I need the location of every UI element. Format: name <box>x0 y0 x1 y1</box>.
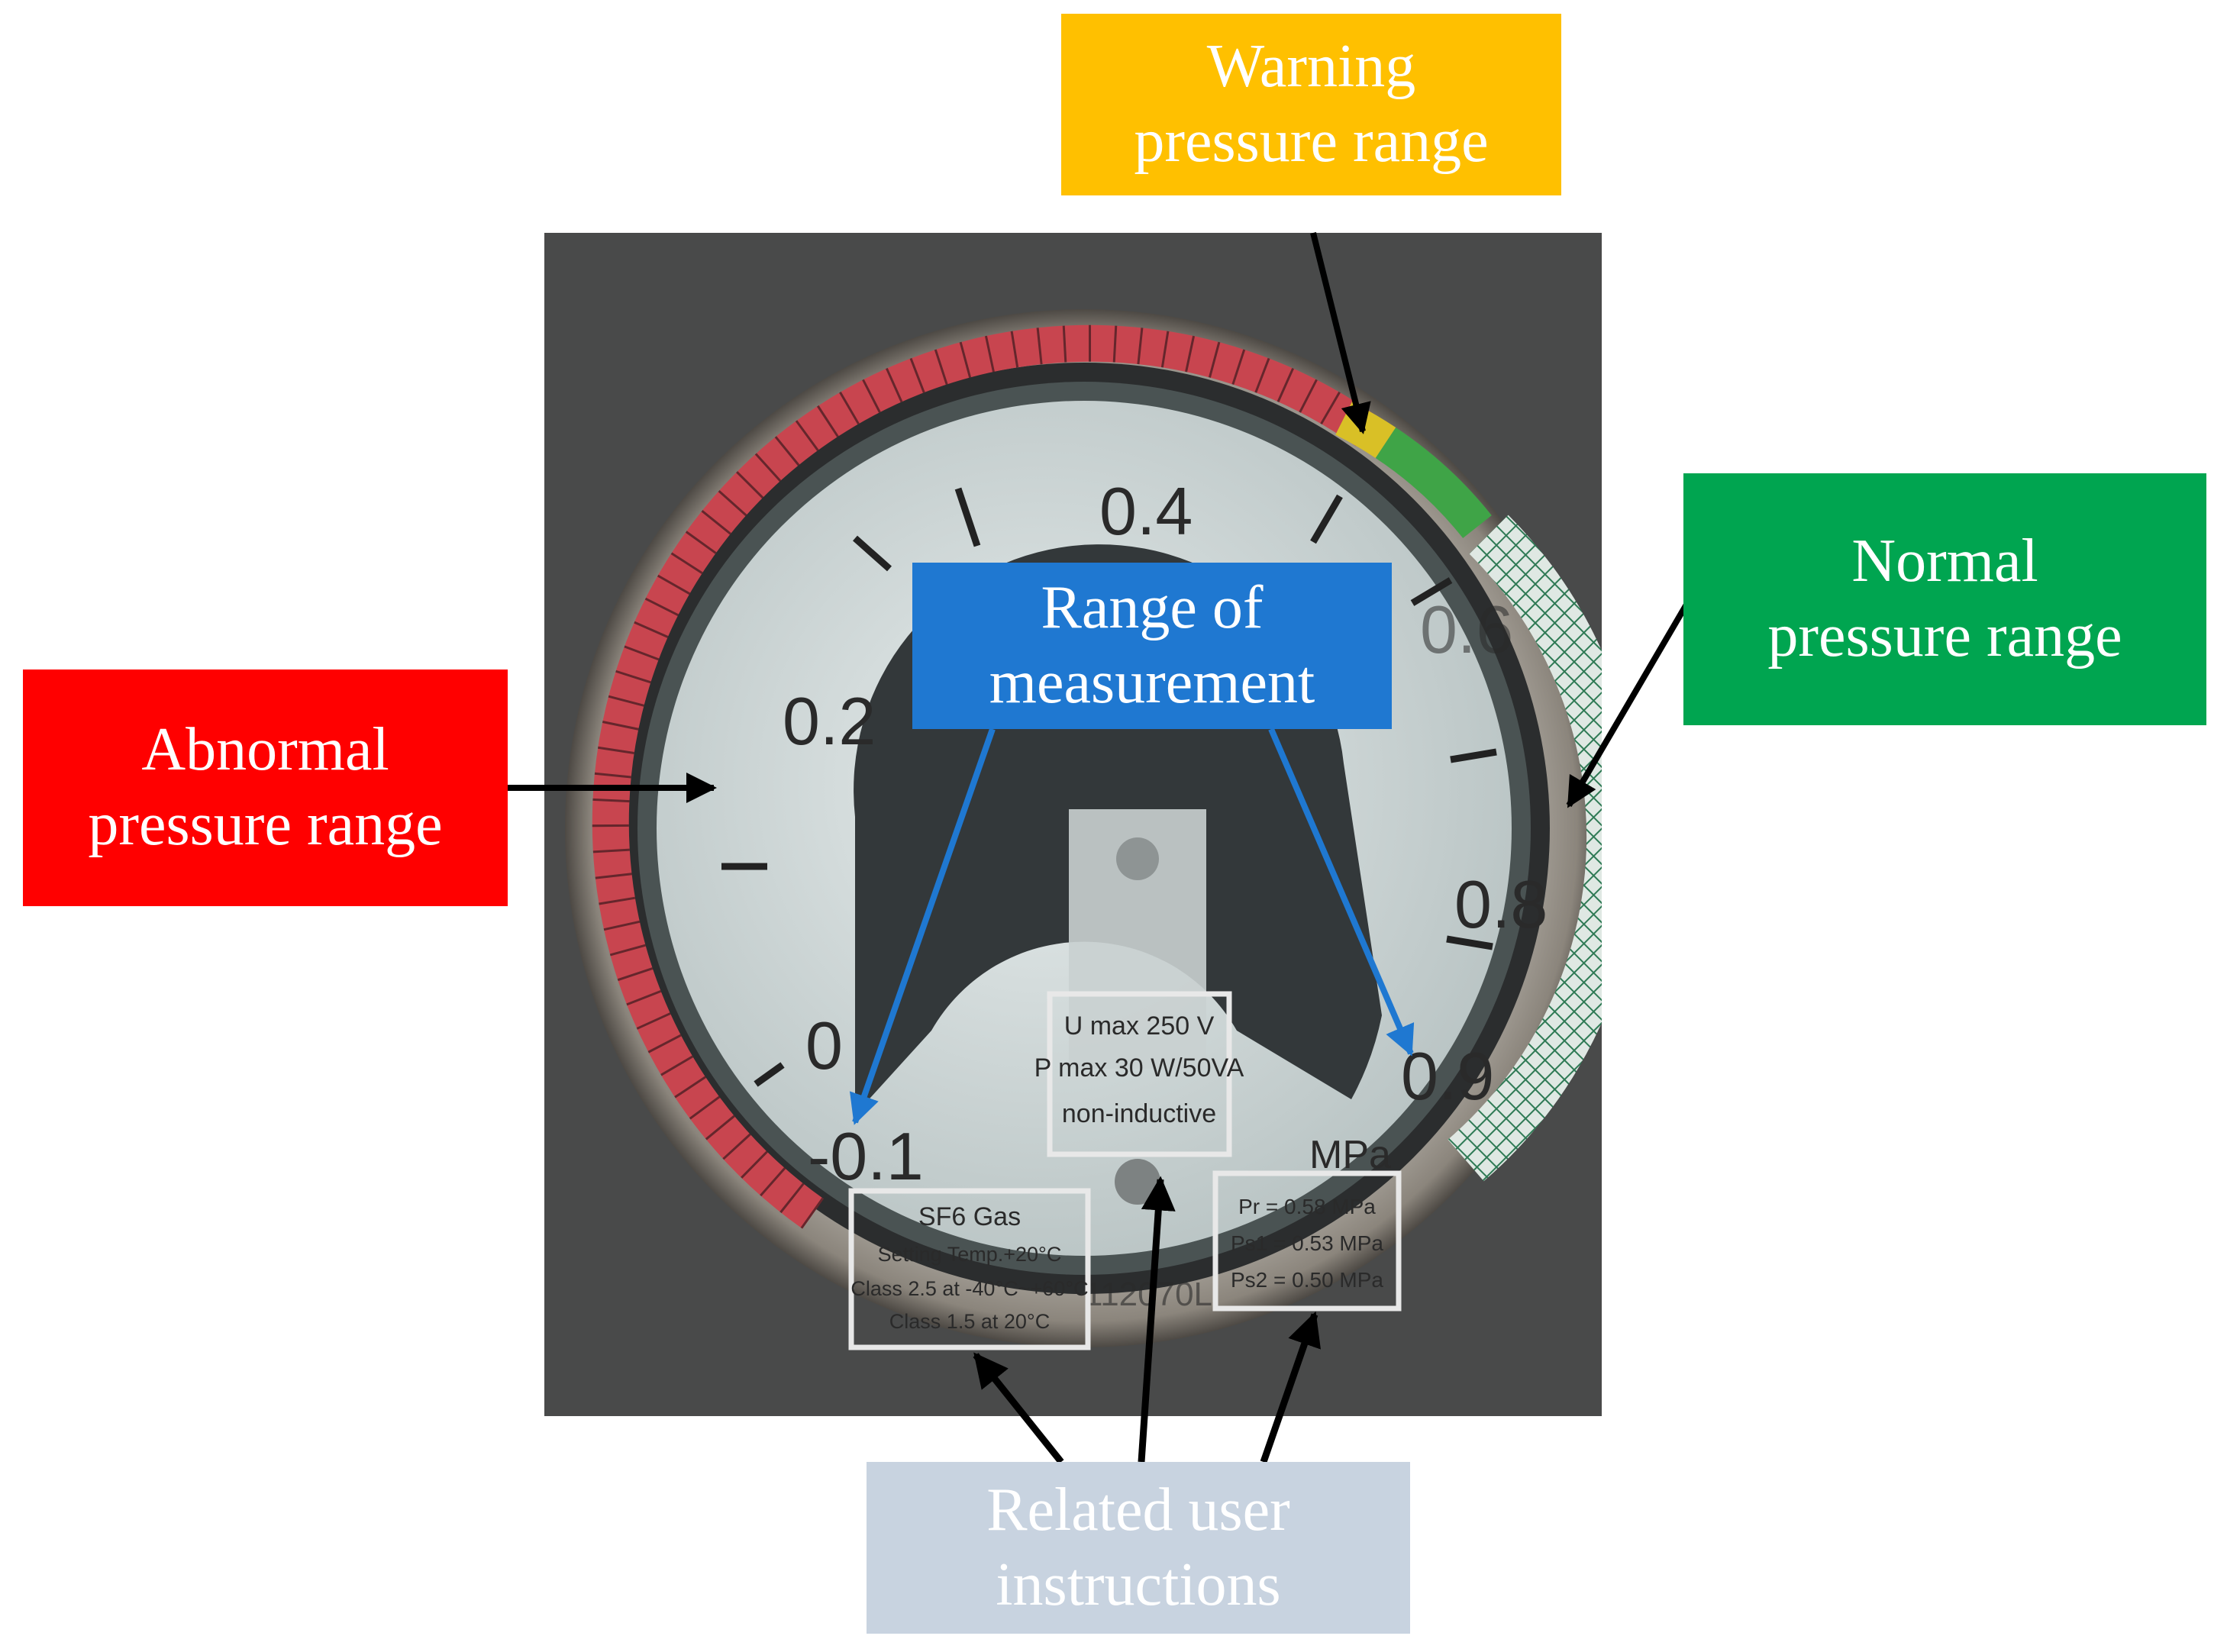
tick-label-02: 0.2 <box>783 683 876 759</box>
plate-left-line3: Class 2.5 at -40°C~+60°C <box>850 1277 1088 1300</box>
warning-label: Warning pressure range <box>1061 14 1561 195</box>
plate-center: U max 250 V P max 30 W/50VA non-inductiv… <box>1034 991 1244 1157</box>
arrow-instructions-right <box>1260 1311 1321 1463</box>
major-ticks <box>721 487 1497 1087</box>
tick-label-0: 0 <box>805 1008 843 1083</box>
arrow-warning <box>1310 232 1371 434</box>
normal-arc <box>1448 515 1602 1182</box>
instructions-label-line1: Related user <box>986 1476 1290 1544</box>
arrow-normal <box>1566 601 1690 808</box>
arrow-measurement-right <box>1268 728 1415 1057</box>
plate-center-line1: U max 250 V <box>1064 1012 1215 1041</box>
abnormal-label-line2: pressure range <box>88 791 443 858</box>
plate-left: SF6 Gas Setting Temp.+20°C Class 2.5 at … <box>848 1188 1091 1350</box>
tick-label-09: 0.9 <box>1401 1038 1494 1114</box>
instructions-label-line2: instructions <box>996 1550 1281 1618</box>
abnormal-label-line1: Abnormal <box>141 716 389 784</box>
unit-label: MPa <box>1309 1133 1391 1177</box>
measurement-label: Range of measurement <box>912 563 1392 729</box>
tick-label-neg01: -0.1 <box>808 1118 924 1194</box>
plate-right-line3: Ps2 = 0.50 MPa <box>1231 1268 1383 1292</box>
arrow-measurement-left <box>849 728 996 1125</box>
plate-left-line1: SF6 Gas <box>918 1202 1021 1231</box>
plate-left-line2: Setting Temp.+20°C <box>878 1243 1062 1266</box>
warning-label-line2: pressure range <box>1134 108 1489 175</box>
gauge-photo: -0.1 0 0.2 0.4 0.6 0.8 0.9 MPa 112070L U… <box>544 233 1602 1416</box>
arrow-instructions-left <box>973 1352 1064 1464</box>
normal-label: Normal pressure range <box>1683 473 2206 725</box>
arrow-instructions-center <box>1138 1176 1176 1463</box>
tick-label-04: 0.4 <box>1099 473 1193 549</box>
plate-right-line2: Ps1 = 0.53 MPa <box>1231 1231 1383 1255</box>
abnormal-label: Abnormal pressure range <box>23 670 508 906</box>
plate-center-line2: P max 30 W/50VA <box>1034 1053 1244 1083</box>
green-arc <box>1375 427 1492 539</box>
normal-label-line1: Normal <box>1851 528 2038 595</box>
tick-label-08: 0.8 <box>1454 866 1548 942</box>
normal-label-line2: pressure range <box>1767 602 2122 670</box>
tick-label-06: 0.6 <box>1420 592 1513 667</box>
measurement-label-line1: Range of <box>1041 574 1264 642</box>
plate-center-line3: non-inductive <box>1062 1099 1216 1128</box>
measurement-label-line2: measurement <box>989 649 1315 716</box>
instructions-label: Related user instructions <box>867 1462 1410 1634</box>
serial-label: 112070L <box>1084 1276 1212 1313</box>
warning-label-line1: Warning <box>1206 33 1416 101</box>
plate-left-line4: Class 1.5 at 20°C <box>889 1310 1050 1333</box>
arrows <box>508 232 1690 1464</box>
plate-right-line1: Pr = 0.58 MPa <box>1238 1195 1376 1218</box>
abnormal-arc <box>592 324 1377 1229</box>
plate-right: Pr = 0.58 MPa Ps1 = 0.53 MPa Ps2 = 0.50 … <box>1212 1170 1402 1312</box>
